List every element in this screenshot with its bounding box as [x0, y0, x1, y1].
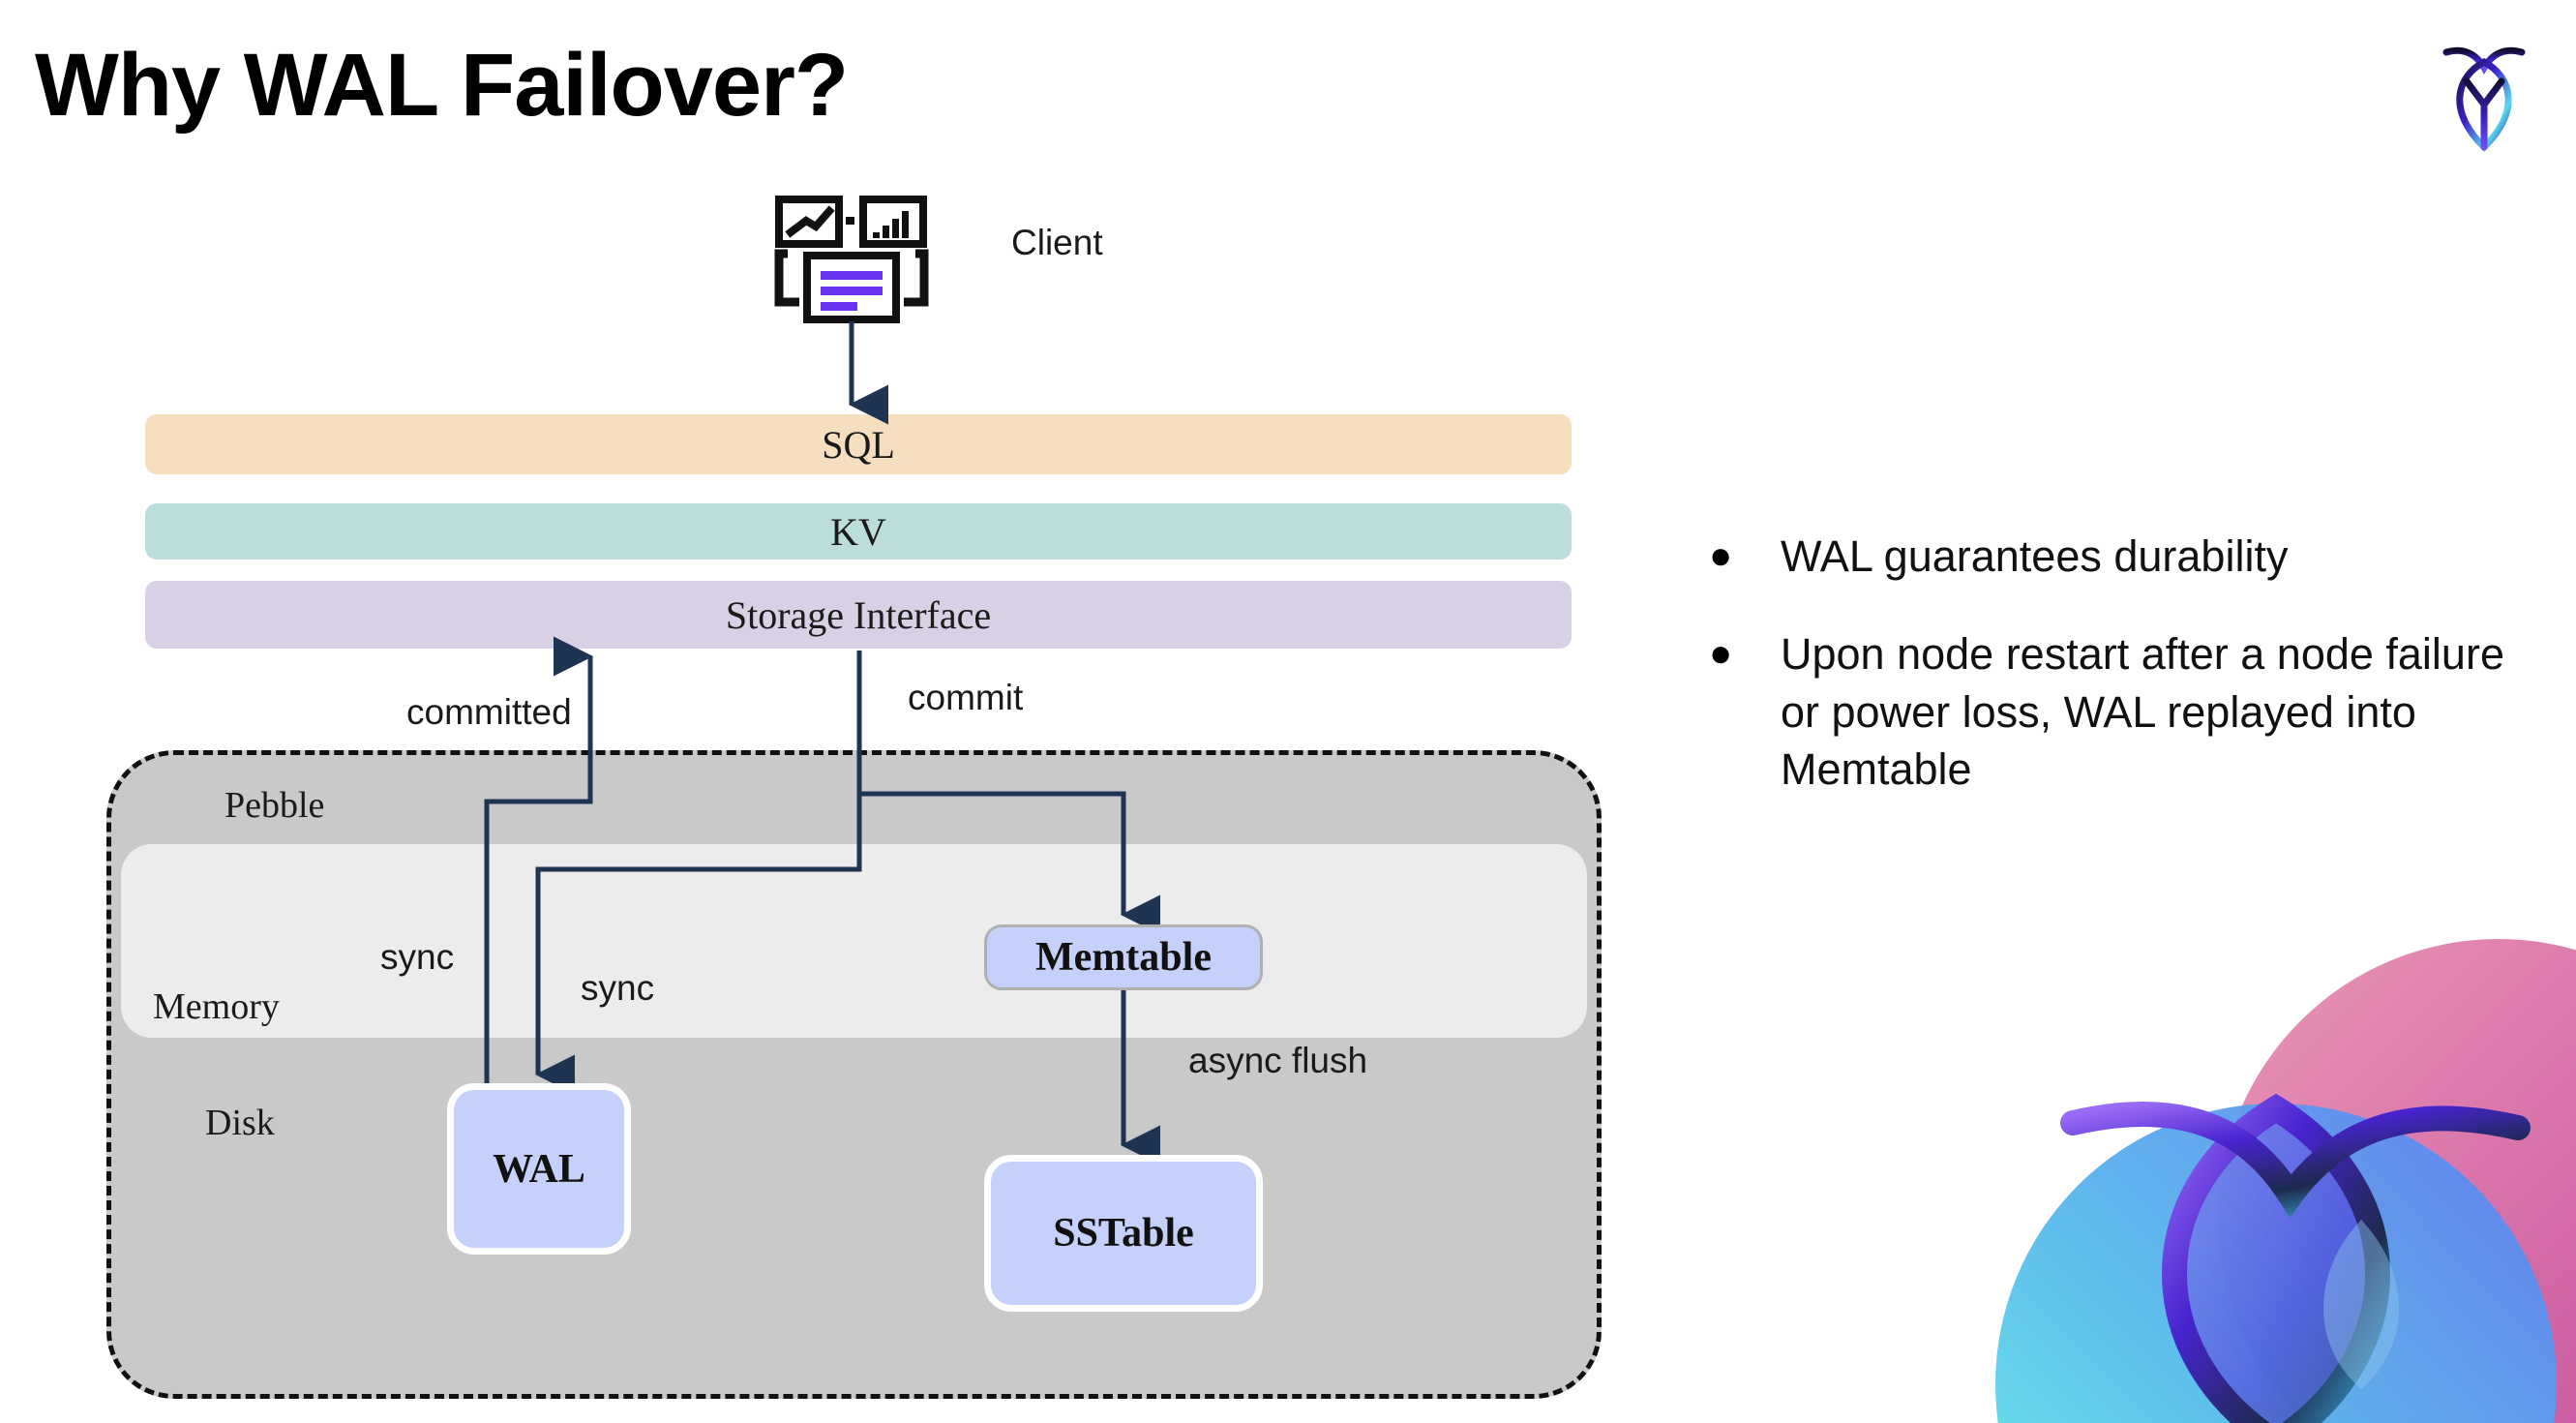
- edge-label-sync-left: sync: [380, 937, 455, 977]
- bullet-list: ● WAL guarantees durability ● Upon node …: [1701, 528, 2504, 839]
- pebble-label: Pebble: [225, 785, 325, 826]
- memory-zone: [121, 844, 1587, 1038]
- edge-label-committed: committed: [406, 692, 572, 732]
- node-sstable: SSTable: [984, 1155, 1263, 1312]
- client-dashboard-icon: [774, 194, 929, 329]
- wal-architecture-diagram: Client SQL KV Storage Interface Pebble M…: [106, 194, 1602, 1399]
- cockroach-labs-gradient-emblem-icon: [1957, 900, 2576, 1423]
- edge-label-async-flush: async flush: [1188, 1041, 1368, 1080]
- diagram-connectors: [484, 321, 1160, 1166]
- edge-label-commit: commit: [908, 678, 1024, 717]
- node-wal: WAL: [447, 1083, 631, 1255]
- layer-bar-storage-interface: Storage Interface: [145, 581, 1572, 649]
- bullet-marker-icon: ●: [1709, 632, 1733, 676]
- bullet-text: Upon node restart after a node failure o…: [1781, 629, 2504, 795]
- layer-bar-kv: KV: [145, 503, 1572, 560]
- disk-label: Disk: [205, 1103, 275, 1143]
- bullet-text: WAL guarantees durability: [1781, 531, 2289, 581]
- page-title: Why WAL Failover?: [35, 36, 849, 135]
- layer-bar-sql: SQL: [145, 414, 1572, 474]
- cockroach-labs-logo-icon: [2411, 27, 2557, 172]
- node-memtable: Memtable: [984, 924, 1263, 990]
- list-item: ● Upon node restart after a node failure…: [1701, 625, 2504, 798]
- bullet-marker-icon: ●: [1709, 534, 1733, 577]
- list-item: ● WAL guarantees durability: [1701, 528, 2504, 585]
- edge-label-sync-right: sync: [581, 968, 655, 1008]
- client-label: Client: [1011, 223, 1103, 262]
- memory-label: Memory: [153, 986, 280, 1027]
